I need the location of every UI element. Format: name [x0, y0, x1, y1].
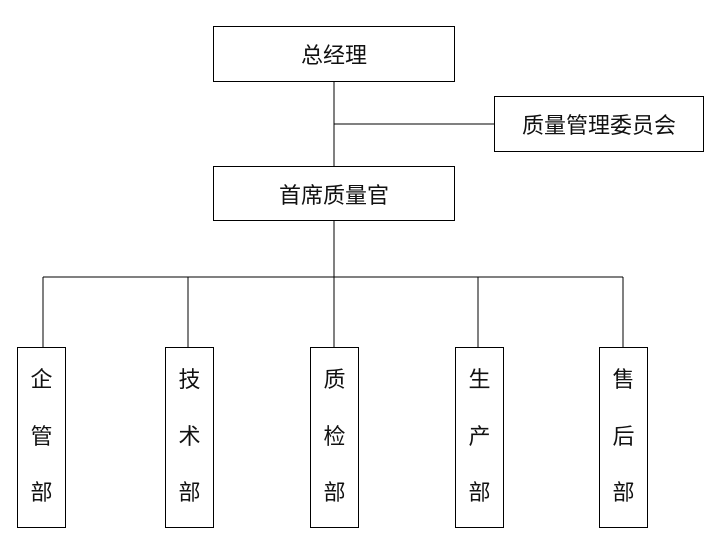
node-dept-3: 质 检 部: [310, 347, 359, 528]
node-dept-1: 企 管 部: [17, 347, 66, 528]
node-quality-committee-label: 质量管理委员会: [521, 114, 676, 139]
dept-3-char-3: 部: [323, 481, 346, 506]
dept-5-char-2: 后: [612, 424, 635, 450]
dept-4-char-3: 部: [468, 481, 491, 506]
dept-1-char-1: 企: [30, 368, 53, 393]
dept-1-char-2: 管: [30, 424, 53, 450]
dept-2-char-3: 部: [178, 481, 201, 506]
dept-2-char-1: 技: [178, 368, 201, 393]
dept-5-char-1: 售: [612, 368, 635, 393]
node-general-manager-label: 总经理: [300, 44, 367, 69]
dept-5-char-3: 部: [612, 481, 635, 506]
node-dept-2: 技 术 部: [165, 347, 214, 528]
node-chief-quality-officer: 首席质量官: [213, 166, 455, 221]
dept-3-char-2: 检: [323, 424, 346, 450]
dept-3-char-1: 质: [323, 368, 346, 393]
node-chief-quality-officer-label: 首席质量官: [278, 183, 389, 209]
node-dept-4: 生 产 部: [455, 347, 504, 528]
dept-4-char-2: 产: [468, 424, 491, 450]
dept-4-char-1: 生: [468, 368, 491, 393]
node-dept-5: 售 后 部: [599, 347, 648, 528]
dept-2-char-2: 术: [178, 424, 201, 450]
node-general-manager: 总经理: [213, 26, 455, 82]
node-quality-committee: 质量管理委员会: [494, 96, 704, 152]
dept-1-char-3: 部: [30, 481, 53, 506]
